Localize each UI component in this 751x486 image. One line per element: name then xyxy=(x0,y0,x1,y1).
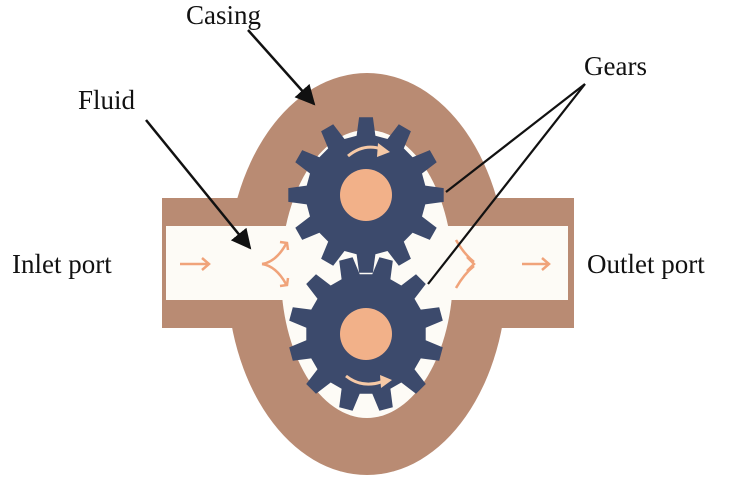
casing-pointer xyxy=(247,29,316,106)
inlet-port-label: Inlet port xyxy=(12,249,112,279)
inlet-flow-arrow-icon xyxy=(180,257,211,271)
fluid-merge-arrow-icon xyxy=(454,239,476,289)
gears-label: Gears xyxy=(584,51,647,81)
outlet-port-label: Outlet port xyxy=(587,249,705,279)
fluid-split-arrow-icon xyxy=(261,240,290,288)
fluid-pointer xyxy=(145,119,252,250)
top-gear-icon xyxy=(288,117,444,273)
top-gear-rotation-arrowhead-icon xyxy=(377,143,390,157)
casing-label: Casing xyxy=(186,0,261,30)
bottom-gear-rotation-arrowhead-icon xyxy=(380,375,392,388)
fluid-label: Fluid xyxy=(78,85,136,115)
bottom-gear-icon xyxy=(289,257,443,411)
gears-pointer-top xyxy=(445,83,586,193)
outlet-flow-arrow-icon xyxy=(522,257,551,271)
gears-pointer-bottom xyxy=(427,83,586,285)
